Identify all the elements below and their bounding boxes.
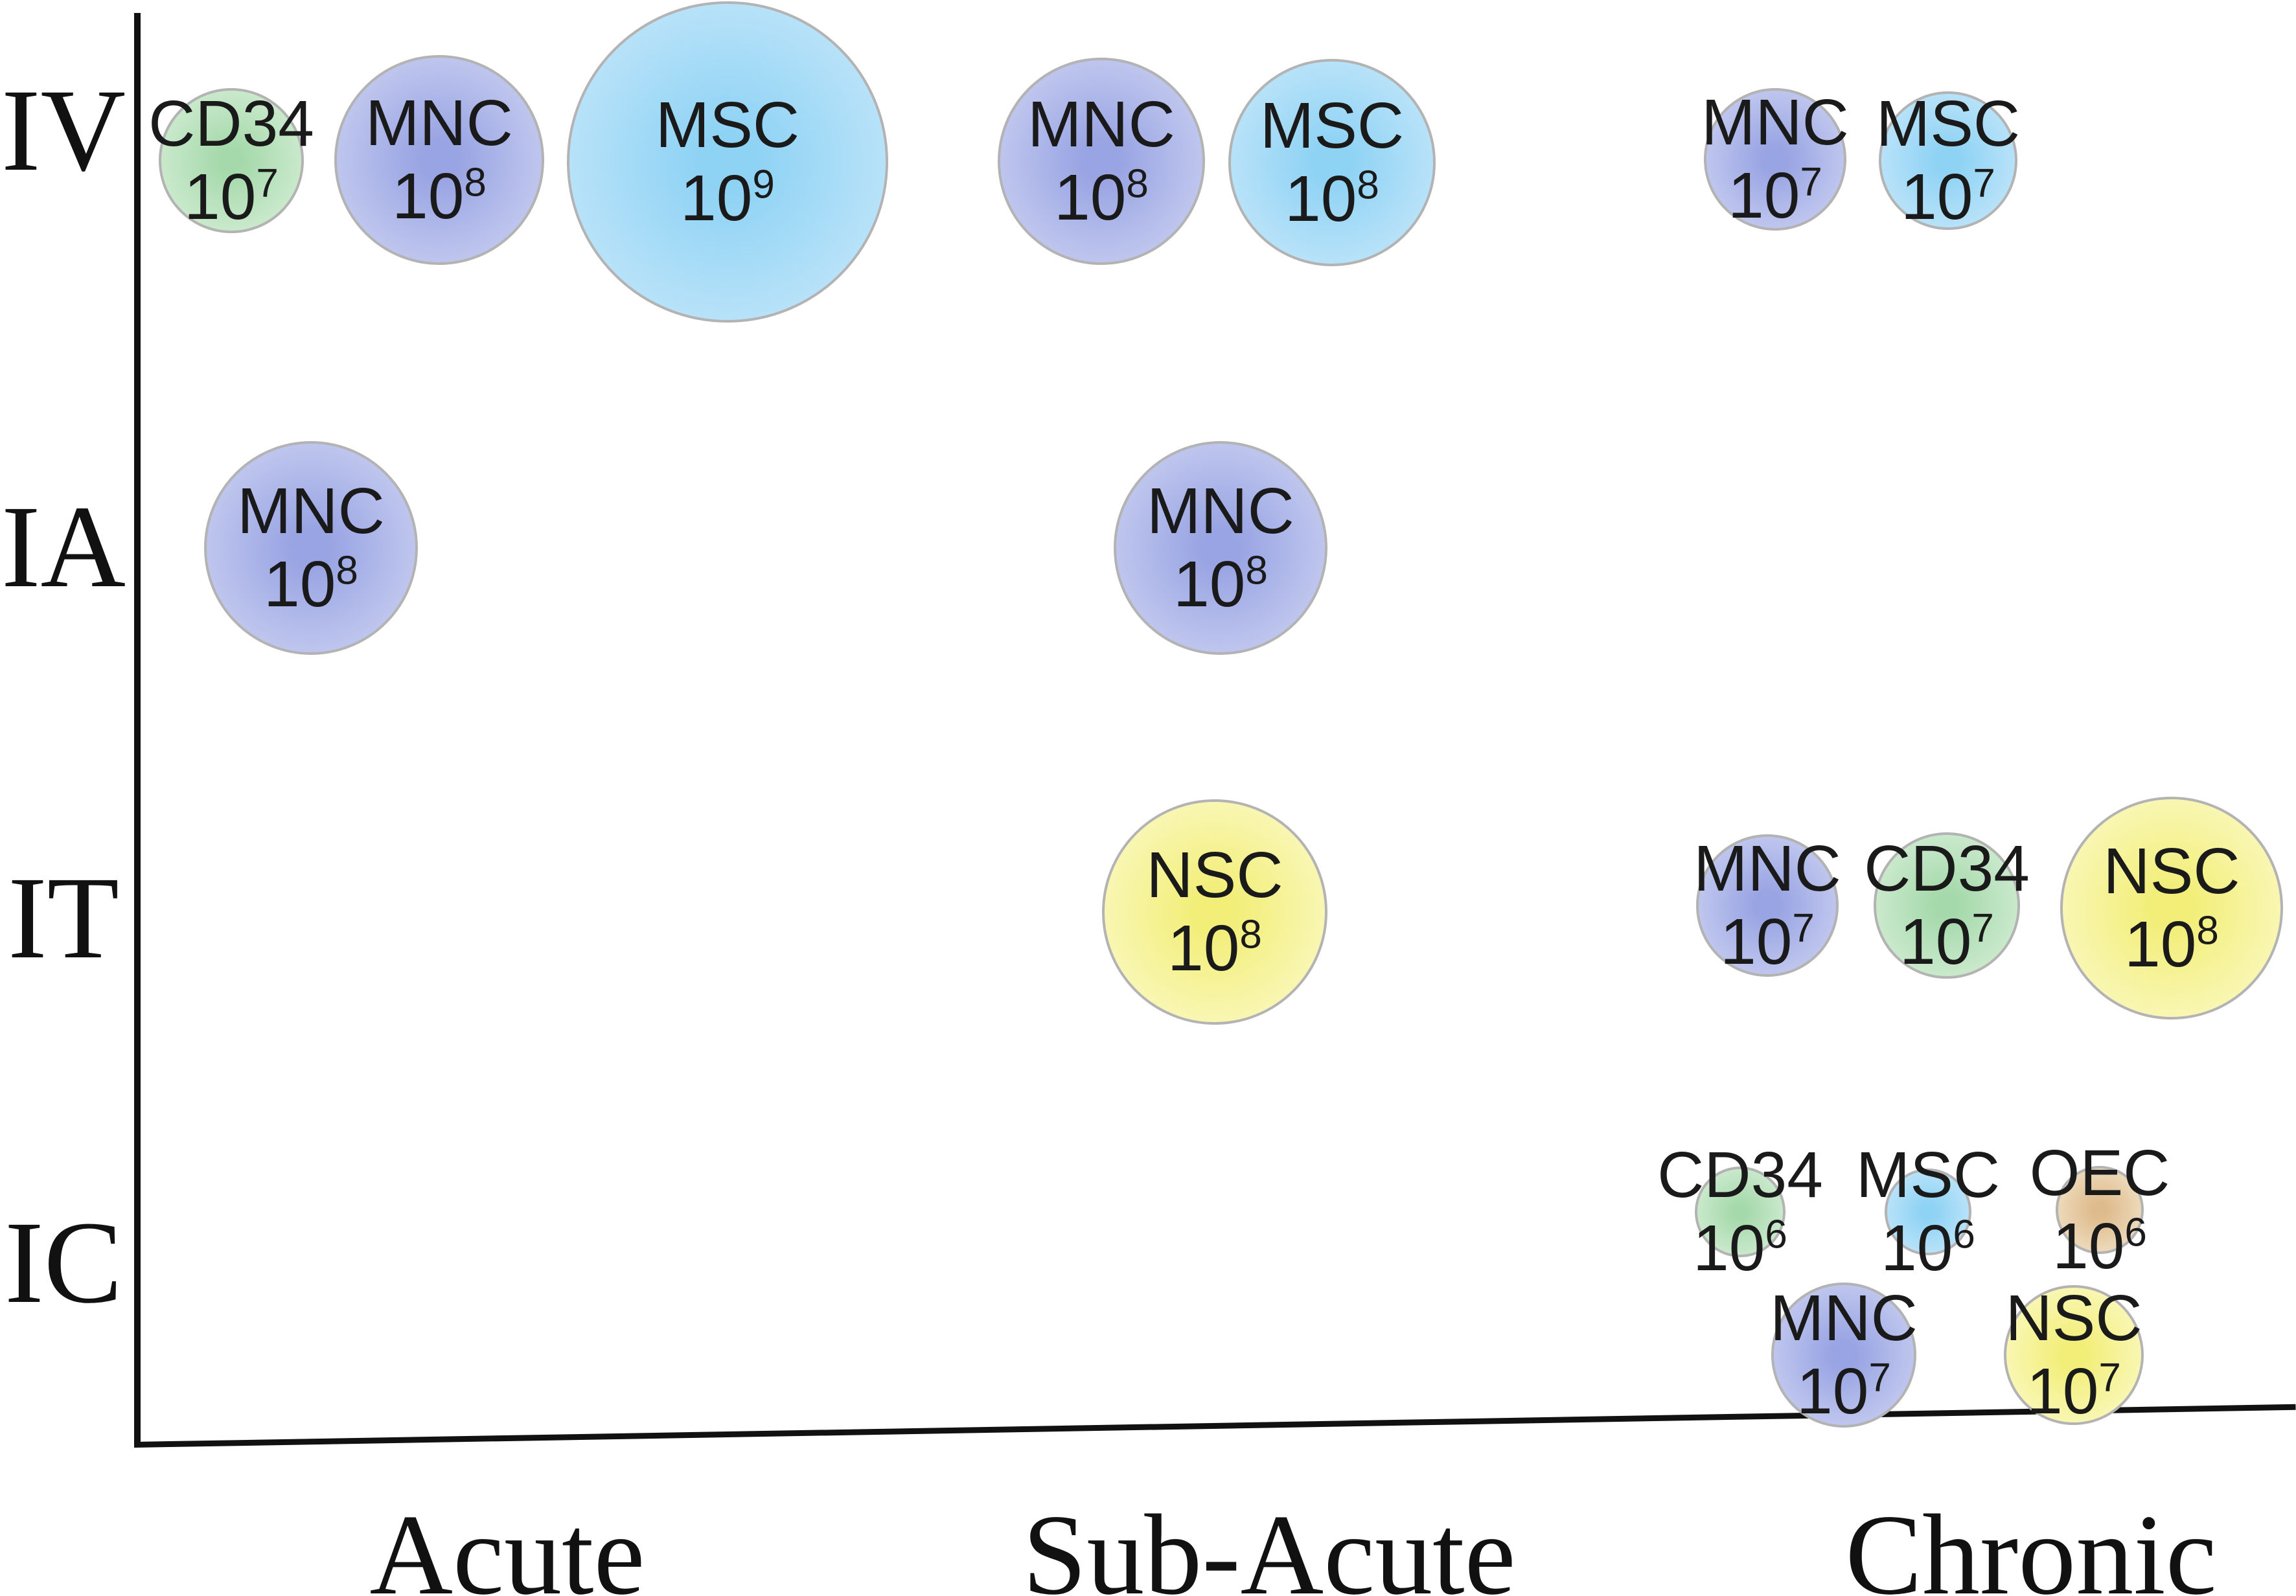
bubble-cell-label: CD34: [1864, 832, 2030, 905]
bubble-cell-label: MSC: [1855, 1139, 2001, 1211]
x-axis-line: [133, 1404, 2296, 1448]
bubble-dose-exponent: 8: [1126, 161, 1149, 207]
bubble-cell-label: NSC: [1146, 839, 1283, 911]
bubble-dose-label: 107: [2026, 1355, 2121, 1428]
bubble-dose-label: 108: [1054, 161, 1149, 234]
bubble-dose-label: 106: [2052, 1210, 2147, 1282]
bubble-cell-label: MSC: [1876, 87, 2021, 160]
bubble-dose-label: 108: [2124, 908, 2219, 981]
bubble-dose-exponent: 8: [1239, 912, 1262, 957]
x-axis-label-chronic: Chronic: [1845, 1490, 2217, 1596]
y-axis-line: [134, 13, 141, 1446]
bubble-dose-label: 107: [1900, 906, 1994, 978]
bubble-dose-exponent: 7: [2098, 1355, 2121, 1400]
bubble-dose-label: 108: [392, 160, 487, 233]
bubble-dose-exponent: 7: [256, 161, 279, 206]
bubble-cell-label: MNC: [1701, 86, 1849, 159]
bubble-cell-label: MNC: [1147, 475, 1294, 547]
y-axis-label-it: IT: [8, 853, 119, 983]
bubble-cell-label: MNC: [1770, 1282, 1918, 1354]
bubble-dose-label: 108: [1167, 912, 1262, 985]
bubble-dose-label: 107: [1720, 906, 1815, 978]
bubble-cell-label: NSC: [2103, 835, 2240, 907]
bubble-cell-label: NSC: [2005, 1282, 2142, 1354]
bubble-dose-exponent: 7: [1971, 906, 1994, 951]
bubble-cell-label: MSC: [655, 89, 800, 161]
y-axis-label-ia: IA: [1, 482, 126, 612]
bubble-dose-label: 107: [1728, 159, 1822, 232]
y-axis-label-ic: IC: [5, 1198, 122, 1328]
x-axis-label-sub-acute: Sub-Acute: [1022, 1490, 1516, 1596]
bubble-dose-label: 107: [1901, 161, 1995, 233]
bubble-cell-label: MSC: [1259, 89, 1405, 162]
bubble-dose-exponent: 8: [464, 160, 487, 205]
bubble-dose-exponent: 6: [1953, 1212, 1975, 1257]
y-axis-label-iv: IV: [1, 65, 126, 196]
bubble-dose-exponent: 8: [336, 548, 358, 593]
bubble-dose-exponent: 7: [1973, 161, 1995, 206]
bubble-dose-label: 109: [680, 162, 775, 234]
bubble-dose-exponent: 6: [1765, 1212, 1787, 1257]
bubble-dose-exponent: 8: [2196, 908, 2219, 953]
bubble-dose-exponent: 7: [1800, 159, 1822, 205]
bubble-cell-label: CD34: [1657, 1139, 1823, 1211]
bubble-dose-exponent: 8: [1357, 163, 1379, 208]
bubble-dose-exponent: 6: [2124, 1210, 2147, 1255]
bubble-dose-label: 108: [1285, 163, 1379, 235]
bubble-dose-exponent: 7: [1792, 906, 1815, 951]
bubble-dose-label: 107: [184, 161, 279, 233]
bubble-dose-exponent: 7: [1868, 1355, 1891, 1400]
x-axis-label-acute: Acute: [369, 1490, 645, 1596]
bubble-cell-label: MNC: [1027, 88, 1175, 161]
bubble-cell-label: MNC: [237, 475, 385, 547]
bubble-dose-exponent: 8: [1245, 548, 1268, 593]
bubble-dose-exponent: 9: [752, 162, 775, 207]
bubble-cell-label: MNC: [365, 87, 513, 159]
bubble-dose-label: 106: [1881, 1212, 1975, 1284]
bubble-cell-label: OEC: [2029, 1137, 2170, 1209]
bubble-dose-label: 106: [1693, 1212, 1787, 1284]
bubble-dose-label: 107: [1797, 1355, 1891, 1428]
bubble-dose-label: 108: [264, 548, 358, 621]
bubble-dose-label: 108: [1173, 548, 1268, 621]
bubble-cell-label: MNC: [1693, 832, 1841, 905]
bubble-cell-label: CD34: [148, 87, 314, 160]
